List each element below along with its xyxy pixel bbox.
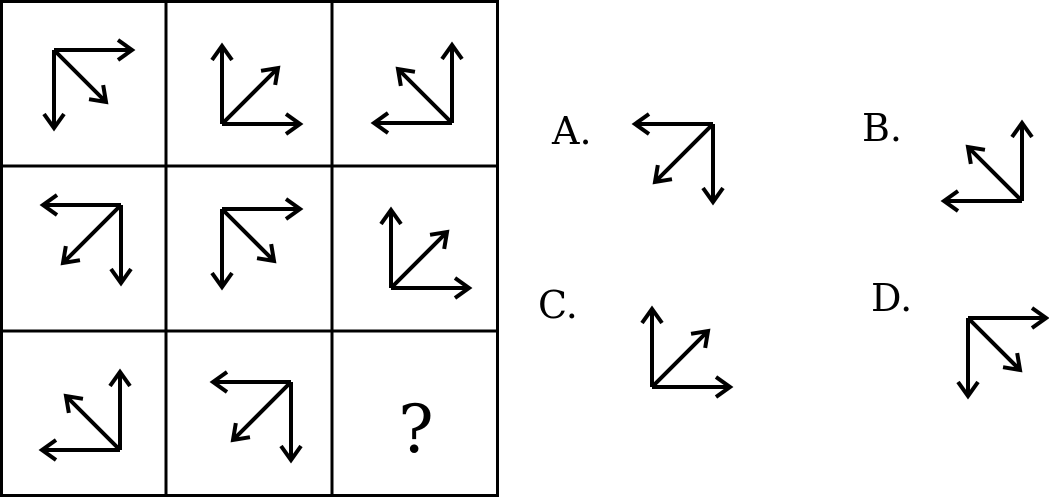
vertical-arrow [379,206,403,288]
grid-cell-7-arrows [38,368,132,462]
grid-cell-4-arrows [39,193,133,287]
horizontal-arrow [370,111,452,135]
vertical-arrow [1010,119,1034,201]
option-b-arrows [940,119,1034,213]
vertical-arrow [109,205,133,287]
diagonal-arrow [220,207,277,264]
horizontal-arrow [39,193,121,217]
diagonal-arrow [652,122,715,185]
option-c-arrows [640,305,734,399]
diagonal-arrow [966,316,1023,373]
diagonal-arrow [60,203,123,266]
horizontal-arrow [940,189,1022,213]
diagonal-arrow [395,66,454,125]
grid-cell-3-arrows [370,41,464,135]
option-b-label: B. [862,106,902,150]
vertical-arrow [108,368,132,450]
diagonal-arrow [220,65,281,126]
vertical-arrow [210,42,234,124]
diagonal-arrow [650,328,711,389]
grid-cell-8-arrows [209,370,303,464]
diagonal-arrow [389,229,450,290]
vertical-arrow [956,318,980,400]
option-d-label: D. [871,276,912,320]
option-a-arrows [631,112,725,206]
diagonal-arrow [965,144,1024,203]
horizontal-arrow [631,112,713,136]
horizontal-arrow [38,438,120,462]
horizontal-arrow [222,112,304,136]
diagonal-arrow [63,393,122,452]
grid-cell-2-arrows [210,42,304,136]
option-d-arrows [956,306,1049,400]
grid-cell-6-arrows [379,206,473,300]
vertical-arrow [279,382,303,464]
option-a-label: A. [551,109,592,153]
diagonal-arrow [230,380,293,443]
horizontal-arrow [54,38,136,62]
vertical-arrow [701,124,725,206]
horizontal-arrow [209,370,291,394]
horizontal-arrow [391,276,473,300]
glyph-layer [38,38,1049,464]
vertical-arrow [440,41,464,123]
horizontal-arrow [222,197,304,221]
diagonal-arrow [52,48,109,105]
option-c-label: C. [538,283,578,327]
horizontal-arrow [652,375,734,399]
grid-cell-5-arrows [210,197,304,291]
vertical-arrow [640,305,664,387]
question-mark: ? [398,391,433,468]
vertical-arrow [210,209,234,291]
vertical-arrow [42,50,66,132]
grid-border [0,0,499,497]
grid-cell-1-arrows [42,38,136,132]
horizontal-arrow [968,306,1049,330]
